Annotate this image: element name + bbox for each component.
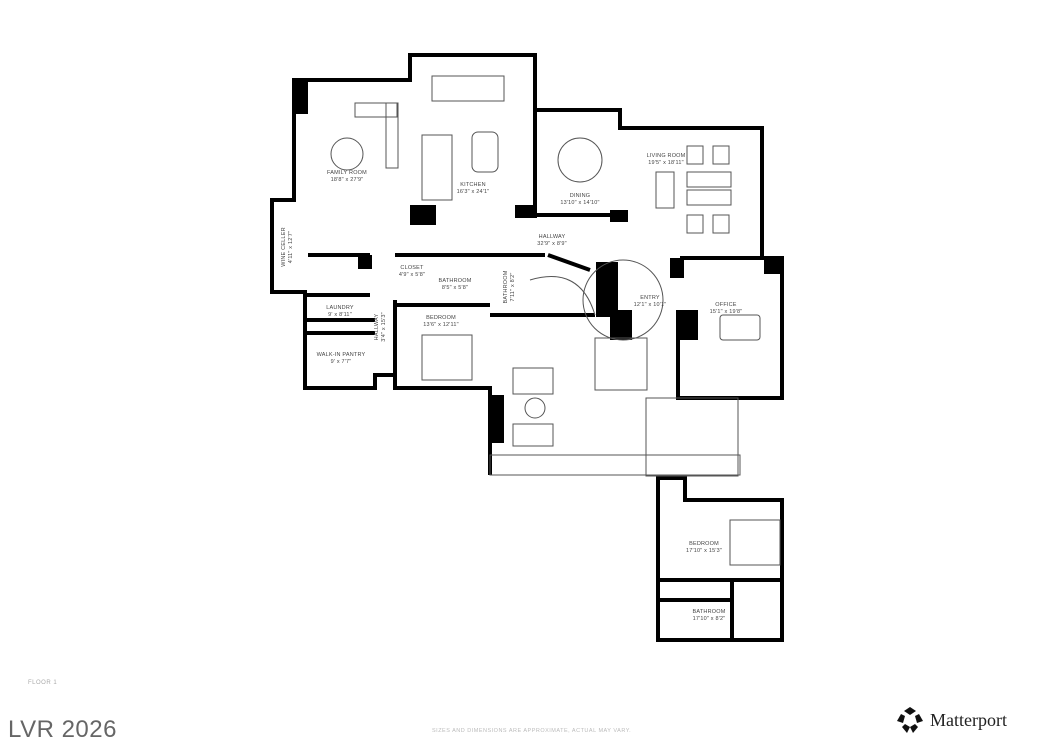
office-wall (676, 256, 784, 400)
entry-rotunda (582, 259, 664, 341)
bed (421, 334, 473, 381)
master-bedroom-wall (656, 476, 784, 642)
exterior-wall (270, 80, 492, 475)
bed (729, 519, 781, 566)
master-bath-wall (658, 578, 782, 640)
floor-label: FLOOR 1 (28, 680, 58, 686)
sofa (655, 171, 675, 209)
disclaimer: SIZES AND DIMENSIONS ARE APPROXIMATE, AC… (432, 728, 632, 734)
matterport-brand: Matterport (896, 706, 1007, 734)
watermark: LVR 2026 (8, 716, 117, 743)
exterior-wall (294, 53, 764, 258)
brand-name: Matterport (930, 709, 1007, 730)
family-table (330, 137, 364, 171)
kitchen-island (471, 131, 499, 173)
laundry-wall (305, 293, 375, 335)
south-wall (395, 303, 595, 317)
dining-table (557, 137, 603, 183)
family-wall (308, 253, 591, 272)
matterport-logo-icon (897, 707, 923, 733)
dining-table-kitchen (431, 75, 505, 102)
office-desk (719, 314, 761, 341)
